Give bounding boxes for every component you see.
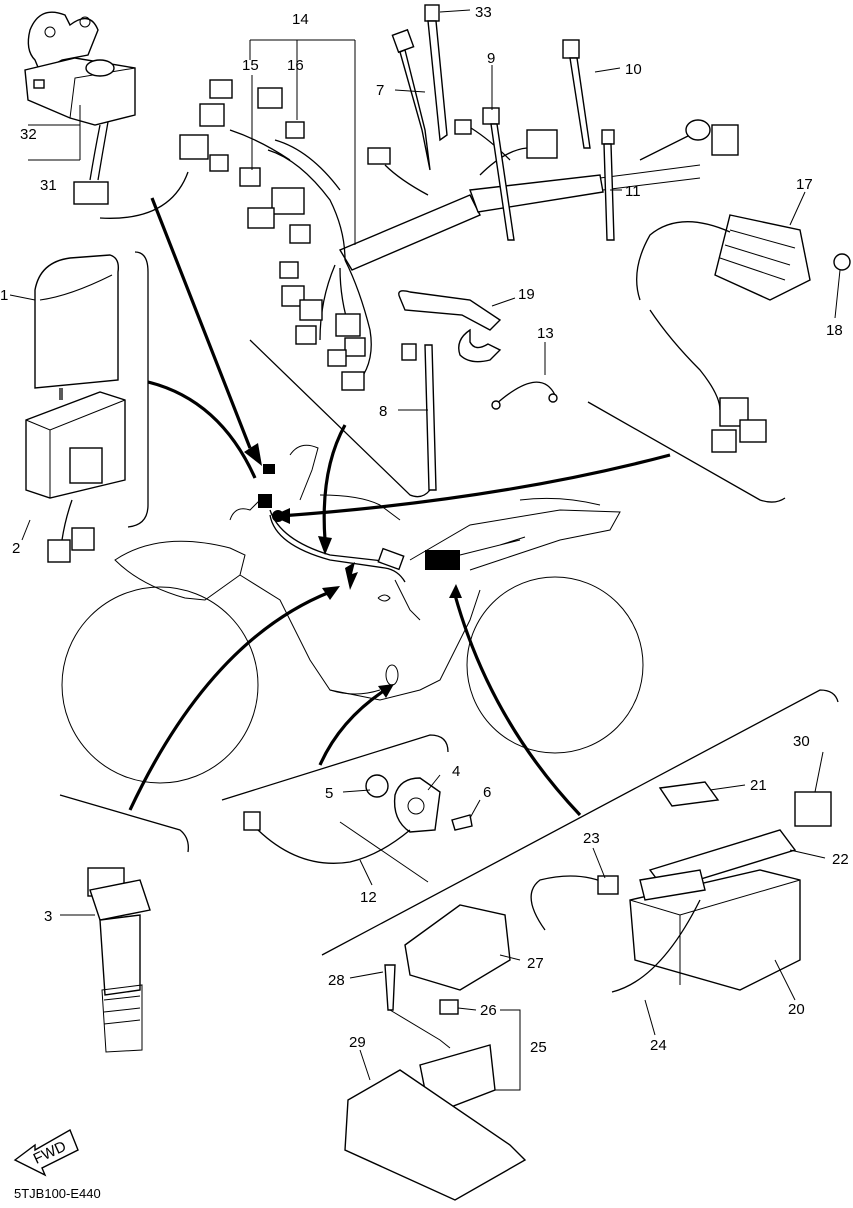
callout-23: 23 <box>583 830 600 847</box>
section-boundaries <box>59 171 839 956</box>
callout-labels: 1 2 3 4 5 6 7 8 9 10 11 12 13 14 15 16 1… <box>0 4 849 1056</box>
callout-17: 17 <box>796 176 813 193</box>
leader-lines <box>9 9 841 1081</box>
callout-1: 1 <box>0 287 8 304</box>
relay-assembly <box>24 11 136 205</box>
pickup-coil <box>243 774 473 883</box>
callout-4: 4 <box>452 763 460 780</box>
callout-30: 30 <box>793 733 810 750</box>
starter-relay-assembly <box>344 904 527 1201</box>
callout-33: 33 <box>475 4 492 21</box>
callout-21: 21 <box>750 777 767 794</box>
callout-12: 12 <box>360 889 377 906</box>
battery-assembly <box>530 781 832 993</box>
callout-18: 18 <box>826 322 843 339</box>
callout-11: 11 <box>625 183 641 200</box>
rectifier-regulator <box>636 214 851 453</box>
callout-3: 3 <box>44 908 52 925</box>
callout-8: 8 <box>379 403 387 420</box>
callout-6: 6 <box>483 784 491 801</box>
motorcycle-outline <box>61 444 644 784</box>
callout-19: 19 <box>518 286 535 303</box>
callout-26: 26 <box>480 1002 497 1019</box>
clamp-and-lead <box>398 290 558 410</box>
fwd-arrow: FWD <box>13 1128 79 1177</box>
callout-29: 29 <box>349 1034 366 1051</box>
callout-16: 16 <box>287 57 304 74</box>
callout-7: 7 <box>376 82 384 99</box>
callout-10: 10 <box>625 61 642 78</box>
callout-25: 25 <box>530 1039 547 1056</box>
callout-32: 32 <box>20 126 37 143</box>
ecu-unit <box>25 254 126 563</box>
cable-ties <box>391 4 615 491</box>
callout-14: 14 <box>292 11 309 28</box>
callout-2: 2 <box>12 540 20 557</box>
callout-27: 27 <box>527 955 544 972</box>
callout-13: 13 <box>537 325 554 342</box>
wire-harness <box>179 39 739 391</box>
diagram-code: 5TJB100-E440 <box>14 1186 101 1201</box>
callout-5: 5 <box>325 785 333 802</box>
callout-22: 22 <box>832 851 849 868</box>
callout-28: 28 <box>328 972 345 989</box>
callout-9: 9 <box>487 50 495 67</box>
callout-15: 15 <box>242 57 259 74</box>
callout-31: 31 <box>40 177 57 194</box>
callout-20: 20 <box>788 1001 805 1018</box>
ignition-coil <box>87 867 151 1053</box>
callout-24: 24 <box>650 1037 667 1054</box>
pointer-arrows <box>128 197 671 817</box>
